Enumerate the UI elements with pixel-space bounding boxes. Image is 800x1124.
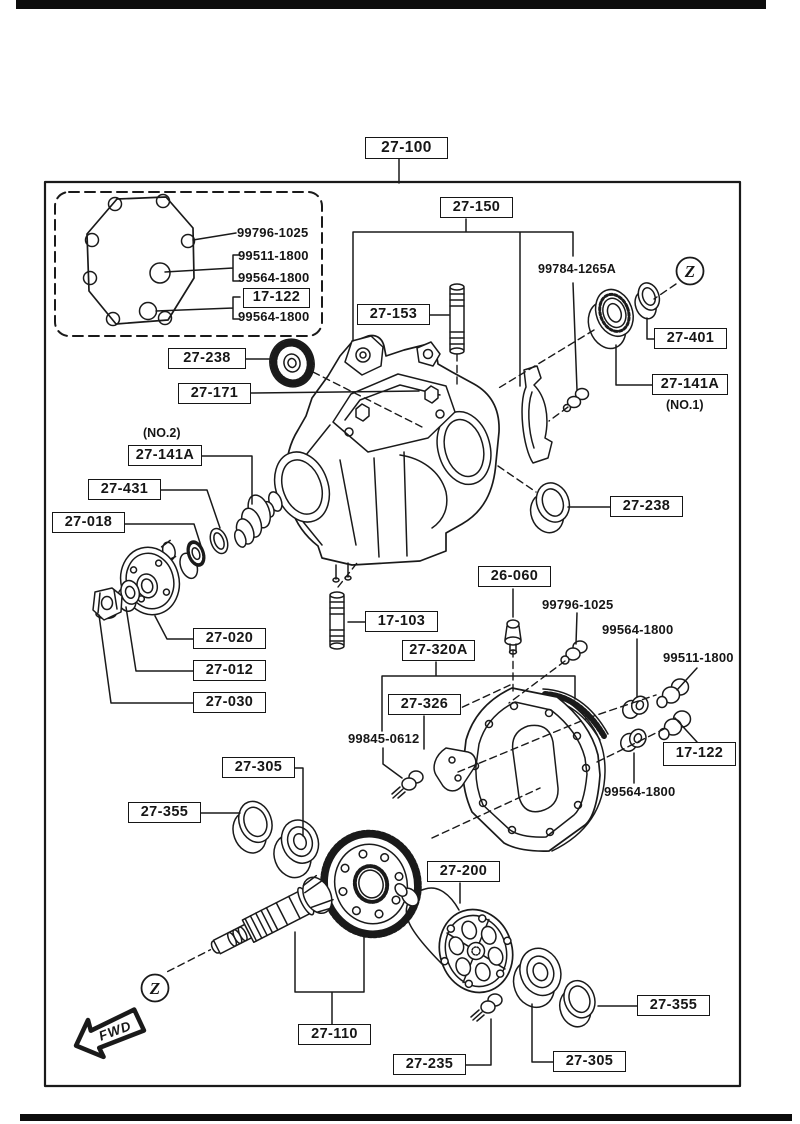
pinion-shaft — [166, 874, 334, 973]
bottom-page-bar — [20, 1114, 792, 1121]
washer-99564-top — [621, 695, 649, 720]
diagram-frame — [43, 180, 742, 1088]
bolt-99784 — [562, 387, 590, 413]
part-number-99511-right: 99511-1800 — [663, 650, 734, 665]
sensor-26-060 — [504, 619, 522, 655]
bearing-27-141a-no1 — [587, 288, 634, 350]
fwd-arrow: FWD — [73, 1007, 147, 1060]
label-27-401[interactable]: 27-401 — [654, 328, 727, 349]
part-number-99796-inset: 99796-1025 — [237, 225, 309, 240]
stud-17-103 — [329, 591, 345, 650]
part-number-99511-inset: 99511-1800 — [238, 248, 309, 263]
label-27-110[interactable]: 27-110 — [298, 1024, 371, 1045]
washer-99564-bottom — [619, 728, 647, 753]
part-number-99796-right: 99796-1025 — [542, 597, 614, 612]
label-27-238-top[interactable]: 27-238 — [168, 348, 246, 369]
seal-27-355-right — [558, 979, 596, 1028]
note-no1: (NO.1) — [666, 398, 704, 412]
label-27-355-right[interactable]: 27-355 — [637, 995, 710, 1016]
boot-27-141a-no2 — [233, 494, 271, 548]
nut-27-030 — [92, 587, 123, 621]
seal-27-355-left — [232, 800, 273, 854]
label-27-141a-no1[interactable]: 27-141A — [652, 374, 728, 395]
z-marker-bottom: Z — [140, 973, 170, 1003]
label-27-305-left[interactable]: 27-305 — [222, 757, 295, 778]
z-marker-top: Z — [675, 256, 705, 286]
part-number-99784: 99784-1265A — [538, 262, 616, 276]
diff-case-27-200 — [394, 882, 514, 994]
label-27-012[interactable]: 27-012 — [193, 660, 266, 681]
bearing-27-305-left — [273, 819, 320, 879]
label-27-431[interactable]: 27-431 — [88, 479, 161, 500]
bearing-cap-bracket — [521, 365, 553, 464]
label-27-030[interactable]: 27-030 — [193, 692, 266, 713]
label-17-122-inset[interactable]: 17-122 — [243, 288, 310, 308]
stud-27-153 — [449, 283, 465, 355]
top-page-bar — [16, 0, 766, 9]
label-27-355-left[interactable]: 27-355 — [128, 802, 201, 823]
label-27-238-right[interactable]: 27-238 — [610, 496, 683, 517]
z-top-letter: Z — [684, 262, 695, 281]
carrier-housing — [260, 334, 500, 583]
speedo-gear-27-238 — [269, 338, 315, 388]
seal-27-238-right — [529, 482, 571, 534]
label-17-122-right[interactable]: 17-122 — [663, 742, 736, 766]
label-27-305-bottom[interactable]: 27-305 — [553, 1051, 626, 1072]
part-number-99845: 99845-0612 — [348, 731, 420, 746]
plug-17-122 — [658, 710, 692, 741]
label-27-150[interactable]: 27-150 — [440, 197, 513, 218]
dashed-lines — [312, 283, 677, 839]
label-17-103[interactable]: 17-103 — [365, 611, 438, 632]
bolt-99845 — [391, 770, 424, 799]
baffle-27-326 — [433, 747, 477, 792]
label-27-020[interactable]: 27-020 — [193, 628, 266, 649]
label-27-100[interactable]: 27-100 — [365, 137, 448, 159]
seal-27-401 — [634, 282, 661, 320]
bolt-27-235 — [470, 993, 503, 1022]
rear-cover-27-320a — [462, 687, 609, 852]
part-number-99564-inset-bottom: 99564-1800 — [238, 309, 310, 324]
label-27-326[interactable]: 27-326 — [388, 694, 461, 715]
label-27-153[interactable]: 27-153 — [357, 304, 430, 325]
part-number-99564-inset-top: 99564-1800 — [238, 270, 310, 285]
bolt-99796-right — [560, 640, 588, 665]
label-27-320a[interactable]: 27-320A — [402, 640, 475, 661]
z-bottom-letter: Z — [149, 979, 160, 998]
ring-27-431 — [209, 527, 229, 555]
label-27-018[interactable]: 27-018 — [52, 512, 125, 533]
leader-lines — [98, 157, 698, 1066]
part-number-99564-right-top: 99564-1800 — [602, 622, 674, 637]
label-27-200[interactable]: 27-200 — [427, 861, 500, 882]
bearing-27-305-bottom — [512, 947, 562, 1009]
ring-gear-27-110 — [320, 829, 422, 939]
label-27-171[interactable]: 27-171 — [178, 383, 251, 404]
label-27-235[interactable]: 27-235 — [393, 1054, 466, 1075]
label-27-141a-no2[interactable]: 27-141A — [128, 445, 202, 466]
label-26-060[interactable]: 26-060 — [478, 566, 551, 587]
spline-washer-27-018 — [179, 540, 206, 580]
note-no2: (NO.2) — [143, 426, 181, 440]
part-number-99564-right-bottom: 99564-1800 — [604, 784, 676, 799]
